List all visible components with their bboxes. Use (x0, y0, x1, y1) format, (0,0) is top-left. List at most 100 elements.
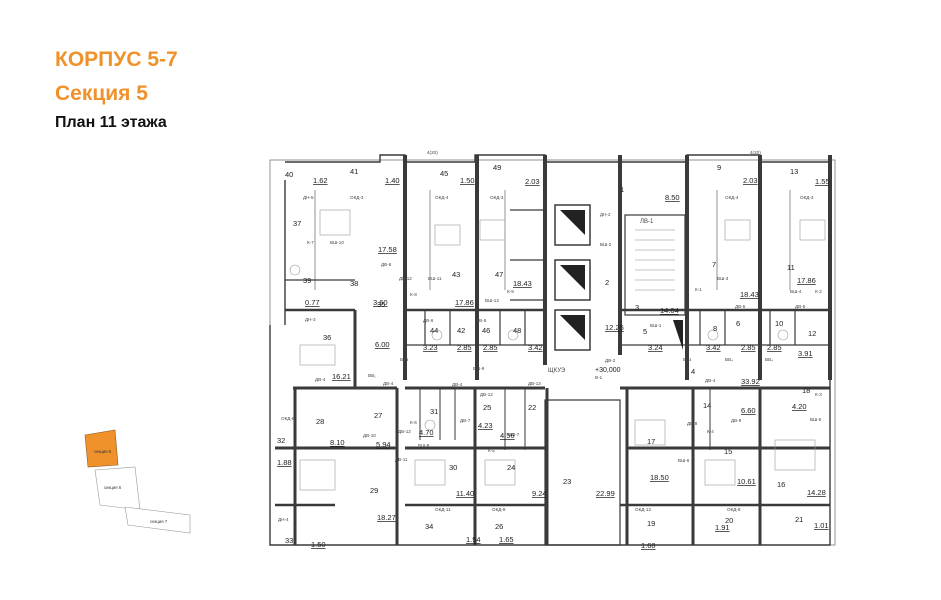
tag: ВВ₁ (368, 373, 376, 378)
tag: ВШ-4 (790, 289, 802, 294)
room-area: 16.21 (332, 372, 351, 381)
room-area: 14.04 (660, 306, 679, 315)
room-number: 46 (482, 326, 490, 335)
key-label-6: секция 6 (104, 485, 122, 490)
tag: ВШ-2 (600, 242, 612, 247)
floor-title: План 11 этажа (55, 114, 167, 131)
tag: ОКД-8 (727, 507, 741, 512)
tag: ДВ-5 (795, 304, 806, 309)
tag: ДВ-4 (452, 382, 463, 387)
room-area: 1.94 (466, 535, 481, 544)
room-area: 4.70 (419, 428, 434, 437)
room-area: 2.03 (743, 176, 758, 185)
tag: ВШ-11 (428, 276, 442, 281)
room-area: 17.86 (455, 298, 474, 307)
tag: ОКД-12 (635, 507, 651, 512)
tag: ВШ-12 (485, 298, 499, 303)
tag: ДВ-12 (399, 276, 412, 281)
room-number: 39 (303, 276, 311, 285)
room-area: 0.77 (305, 298, 320, 307)
room-number: 9 (717, 163, 721, 172)
room-area: 2.85 (457, 343, 472, 352)
room-number: 13 (790, 167, 798, 176)
room-number: 30 (449, 463, 457, 472)
room-area: 4.20 (792, 402, 807, 411)
section-title: Секция 5 (55, 82, 148, 105)
tag: ДВ-9 (731, 418, 742, 423)
room-area: 12.26 (605, 323, 624, 332)
room-number: 19 (647, 519, 655, 528)
room-number: 29 (370, 486, 378, 495)
room-number: 28 (316, 417, 324, 426)
tag: 4(20) (750, 150, 761, 155)
room-number: 27 (374, 411, 382, 420)
room-area: 18.27 (377, 513, 396, 522)
room-number: 7 (712, 260, 716, 269)
room-number: 23 (563, 477, 571, 486)
tag: ДН-2 (600, 212, 611, 217)
room-area: 33.92 (741, 377, 760, 386)
key-label-5: секция 5 (94, 449, 112, 454)
room-number: 32 (277, 436, 285, 445)
key-plan: секция 5 секция 6 секция 7 (84, 429, 191, 534)
room-number: 18 (802, 386, 810, 395)
room-number: 22 (528, 403, 536, 412)
room-number: 47 (495, 270, 503, 279)
core-label: ЩКУЭ (548, 368, 566, 374)
level-mark: +30,000 (595, 367, 621, 374)
room-number: 12 (808, 329, 816, 338)
room-area: 1.50 (460, 176, 475, 185)
tag: ВШ-3 (717, 276, 729, 281)
building-title: КОРПУС 5-7 (55, 48, 178, 71)
room-area: 1.88 (277, 458, 292, 467)
tag: ДН-4 (278, 517, 289, 522)
tag: ОКД-9 (281, 416, 295, 421)
room-area: 3.42 (528, 343, 543, 352)
tag: К-5 (488, 448, 495, 453)
tag: 4(20) (427, 150, 438, 155)
room-number: 31 (430, 407, 438, 416)
room-number: 16 (777, 480, 785, 489)
tag: ВВ₄ (765, 357, 773, 362)
tag: ВШ-1 (650, 323, 662, 328)
room-number: 44 (430, 326, 438, 335)
key-label-7: секция 7 (150, 519, 168, 524)
room-number: 38 (350, 279, 358, 288)
tag: ОКД-11 (435, 507, 451, 512)
tag: К-6 (410, 420, 417, 425)
room-area: 18.43 (740, 290, 759, 299)
key-section-5[interactable] (84, 429, 119, 468)
room-area: 8.50 (665, 193, 680, 202)
room-number: 41 (350, 167, 358, 176)
room-number: 20 (725, 516, 733, 525)
room-number: 42 (457, 326, 465, 335)
tag: К-8 (410, 292, 417, 297)
plan-walls (269, 154, 836, 546)
room-area: 18.50 (650, 473, 669, 482)
room-number: 1 (620, 185, 624, 194)
room-area: 14.28 (807, 488, 826, 497)
room-labels: 40 1.62 41 1.40 45 1.50 49 2.03 1 8.50 9… (277, 163, 830, 550)
tag: ОКД-3 (490, 195, 504, 200)
room-area: 4.23 (478, 421, 493, 430)
tag: К-7 (307, 240, 314, 245)
room-area: 3.60 (373, 298, 388, 307)
key-section-7[interactable] (124, 506, 191, 534)
room-area: 2.85 (767, 343, 782, 352)
room-area: 10.61 (737, 477, 756, 486)
room-area: 11.40 (456, 489, 474, 498)
room-area: 1.68 (641, 541, 656, 550)
room-number: 4 (691, 367, 695, 376)
room-number: 15 (724, 447, 732, 456)
tag: ВШ-9 (473, 366, 485, 371)
room-number: 40 (285, 170, 293, 179)
tag: ОКД-8 (492, 507, 506, 512)
lift-label: ЛВ-1 (640, 219, 654, 225)
room-area: 1.40 (385, 176, 400, 185)
tag: ОКД-4 (435, 195, 449, 200)
room-number: 37 (293, 219, 301, 228)
tag: ДВ-13 (528, 381, 541, 386)
room-number: 24 (507, 463, 515, 472)
tag: ДВ-8 (687, 421, 698, 426)
room-area: 3.91 (798, 349, 813, 358)
